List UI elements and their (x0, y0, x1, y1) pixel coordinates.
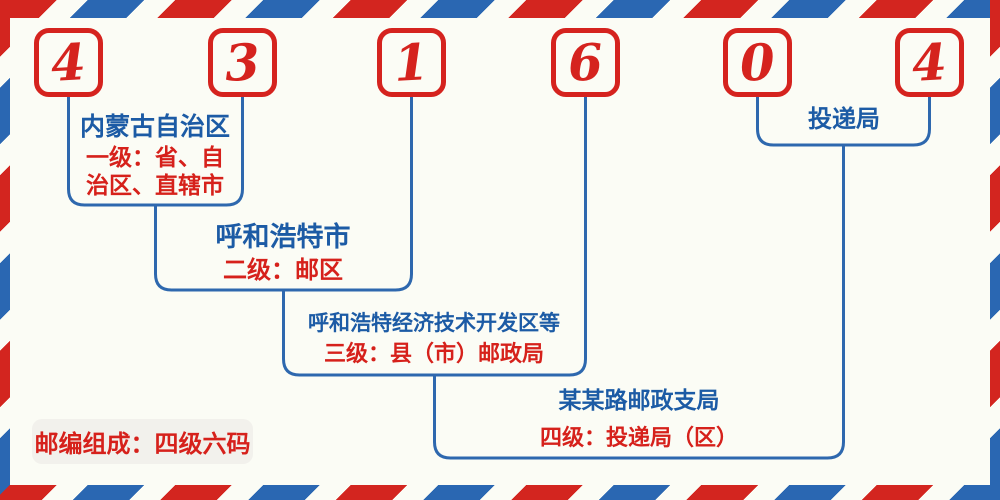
digit-5: 0 (738, 31, 777, 93)
level-1-desc-line-1: 一级：省、自 (86, 144, 224, 170)
footer-badge: 邮编组成：四级六码 (32, 419, 253, 464)
level-2-desc: 二级：邮区 (223, 257, 343, 284)
digit-2: 3 (223, 31, 262, 93)
level-2-name: 呼和浩特市 (215, 222, 351, 252)
digit-box-5: 0 (723, 28, 792, 97)
level-3-name: 呼和浩特经济技术开发区等 (308, 312, 560, 335)
footer-badge-text: 邮编组成：四级六码 (34, 431, 251, 458)
digit-box-1: 4 (34, 28, 103, 97)
digit-box-2: 3 (208, 28, 277, 97)
digit-6: 4 (910, 31, 949, 93)
digit-box-3: 1 (377, 28, 446, 97)
digit-box-6: 4 (895, 28, 964, 97)
level-3-desc: 三级：县（市）邮政局 (323, 341, 544, 366)
delivery-bureau-label: 投递局 (808, 106, 880, 133)
level-4-desc: 四级：投递局（区） (539, 425, 738, 450)
digit-3: 1 (392, 31, 431, 93)
level-1-desc-line-2: 治区、直辖市 (86, 172, 224, 198)
level-1-label: 内蒙古自治区 一级：省、自 治区、直辖市 (70, 112, 240, 199)
level-4-name: 某某路邮政支局 (558, 387, 720, 413)
digit-box-4: 6 (551, 28, 620, 97)
digit-1: 4 (49, 31, 88, 93)
level-4-label: 某某路邮政支局 四级：投递局（区） (519, 387, 759, 451)
level-2-label: 呼和浩特市 二级：邮区 (193, 221, 373, 285)
digit-4: 6 (566, 31, 605, 93)
level-3-label: 呼和浩特经济技术开发区等 三级：县（市）邮政局 (304, 311, 564, 367)
level-1-name: 内蒙古自治区 (79, 113, 230, 141)
